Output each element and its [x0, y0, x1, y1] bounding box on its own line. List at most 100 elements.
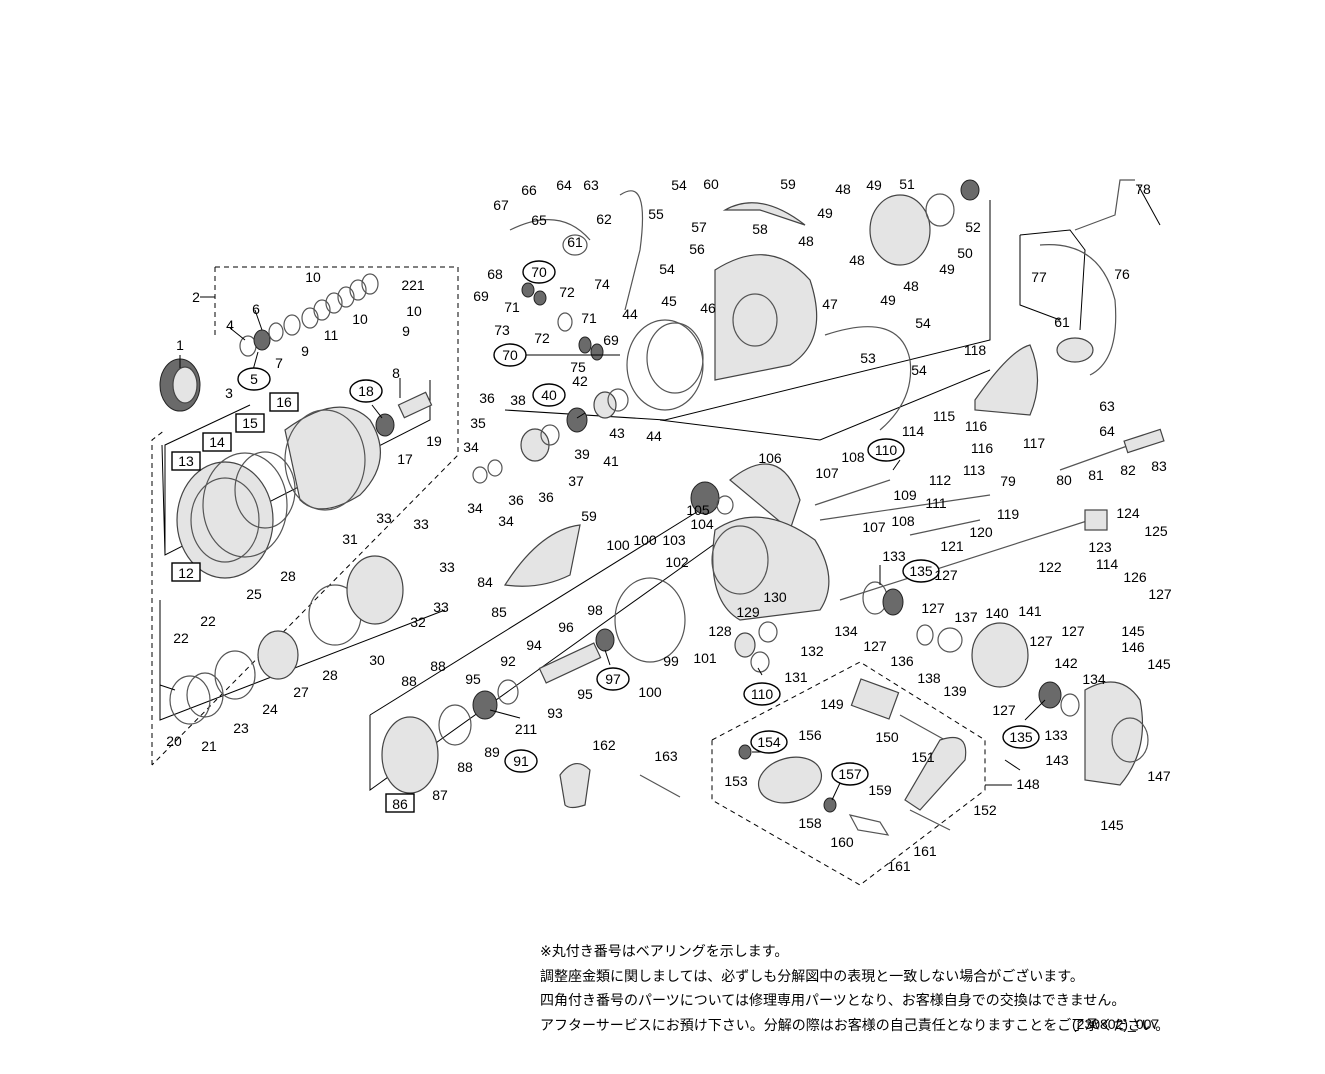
- part-number-label: 54: [659, 261, 675, 277]
- part-number-label: 56: [689, 241, 705, 257]
- part-number-label: 3: [225, 385, 233, 401]
- part-number-label: 106: [758, 450, 782, 466]
- part-number-label: 52: [965, 219, 981, 235]
- part-number-label: 104: [690, 516, 714, 532]
- part-number-label: 161: [913, 843, 937, 859]
- part-number-label: 60: [703, 176, 719, 192]
- part-number-label: 61: [567, 234, 583, 250]
- part-number-label: 105: [686, 502, 710, 518]
- part-number-label: 48: [835, 181, 851, 197]
- part-number-label: 84: [477, 574, 493, 590]
- part-number-label: 91: [513, 753, 529, 769]
- part-number-label: 114: [1096, 556, 1119, 572]
- part-number-label: 53: [860, 350, 876, 366]
- part-number-label: 63: [583, 177, 599, 193]
- note-line: アフターサービスにお預け下さい。分解の際はお客様の自己責任となりますことをご了承…: [540, 1017, 1170, 1034]
- part-number-label: 95: [465, 671, 481, 687]
- part-number-label: 33: [376, 510, 392, 526]
- part-number-label: 59: [581, 508, 597, 524]
- part-number-label: 73: [494, 322, 510, 338]
- part-number-label: 36: [538, 489, 554, 505]
- part-number-label: 110: [751, 686, 774, 702]
- part-number-label: 135: [1009, 729, 1033, 745]
- part-number-label: 28: [322, 667, 338, 683]
- part-number-label: 120: [969, 524, 993, 540]
- part-number-label: 54: [915, 315, 931, 331]
- part-number-label: 41: [603, 453, 619, 469]
- part-number-label: 27: [293, 684, 309, 700]
- part-number-label: 65: [531, 212, 547, 228]
- part-number-label: 57: [691, 219, 707, 235]
- part-number-label: 108: [891, 513, 915, 529]
- part-number-label: 10: [406, 303, 422, 319]
- part-number-label: 151: [911, 749, 935, 765]
- part-number-label: 133: [1044, 727, 1068, 743]
- part-number-label: 20: [166, 733, 182, 749]
- part-number-label: 111: [925, 495, 946, 511]
- part-number-label: 127: [1148, 586, 1172, 602]
- part-number-label: 125: [1144, 523, 1168, 539]
- part-number-label: 18: [358, 383, 374, 399]
- part-number-label: 100: [633, 532, 657, 548]
- part-number-label: 107: [862, 519, 886, 535]
- part-number-label: 127: [934, 567, 958, 583]
- part-number-label: 9: [402, 323, 410, 339]
- part-number-label: 157: [838, 766, 862, 782]
- part-number-label: 136: [890, 653, 914, 669]
- part-number-label: 159: [868, 782, 892, 798]
- part-number-label: 88: [457, 759, 473, 775]
- part-number-label: 138: [917, 670, 941, 686]
- part-number-label: 103: [662, 532, 686, 548]
- part-number-label: 62: [596, 211, 612, 227]
- part-number-label: 163: [654, 748, 678, 764]
- part-number-label: 92: [500, 653, 516, 669]
- part-number-label: 35: [470, 415, 486, 431]
- part-number-label: 161: [887, 858, 911, 874]
- part-number-label: 113: [963, 462, 986, 478]
- part-number-label: 153: [724, 773, 748, 789]
- part-number-label: 49: [866, 177, 882, 193]
- part-number-label: 1: [176, 337, 184, 353]
- part-number-label: 37: [568, 473, 584, 489]
- part-number-label: 67: [493, 197, 509, 213]
- part-number-label: 51: [899, 176, 915, 192]
- part-number-label: 122: [1038, 559, 1062, 575]
- part-number-label: 44: [646, 428, 662, 444]
- part-number-label: 49: [817, 205, 833, 221]
- part-number-label: 68: [487, 266, 503, 282]
- part-number-label: 31: [342, 531, 358, 547]
- part-number-label: 118: [964, 342, 987, 358]
- part-number-label: 24: [262, 701, 278, 717]
- part-number-label: 221: [401, 277, 425, 293]
- part-number-label: 33: [433, 599, 449, 615]
- part-number-label: 34: [467, 500, 483, 516]
- part-number-label: 15: [242, 415, 258, 431]
- part-number-label: 101: [693, 650, 717, 666]
- part-number-label: 55: [648, 206, 664, 222]
- part-number-label: 126: [1123, 569, 1147, 585]
- part-number-label: 34: [498, 513, 514, 529]
- part-number-label: 128: [708, 623, 732, 639]
- part-drawings: [159, 179, 1165, 836]
- part-number-label: 107: [815, 465, 839, 481]
- part-number-label: 36: [479, 390, 495, 406]
- part-number-label: 72: [534, 330, 550, 346]
- notes-block: ※丸付き番号はベアリングを示します。 調整座金類に関しましては、必ずしも分解図中…: [540, 940, 1260, 1038]
- part-number-label: 76: [1114, 266, 1130, 282]
- part-number-label: 21: [201, 738, 217, 754]
- note-line: ※丸付き番号はベアリングを示します。: [540, 944, 789, 960]
- part-number-label: 40: [541, 387, 557, 403]
- part-number-label: 70: [502, 347, 518, 363]
- part-number-label: 127: [863, 638, 887, 654]
- part-number-label: 13: [178, 453, 194, 469]
- part-number-label: 88: [401, 673, 417, 689]
- part-number-label: 63: [1099, 398, 1115, 414]
- part-number-label: 42: [572, 373, 588, 389]
- part-number-label: 134: [834, 623, 858, 639]
- part-number-label: 130: [763, 589, 787, 605]
- part-number-label: 85: [491, 604, 507, 620]
- part-number-label: 124: [1116, 505, 1140, 521]
- part-number-label: 64: [556, 177, 572, 193]
- part-number-label: 150: [875, 729, 899, 745]
- part-number-label: 94: [526, 637, 542, 653]
